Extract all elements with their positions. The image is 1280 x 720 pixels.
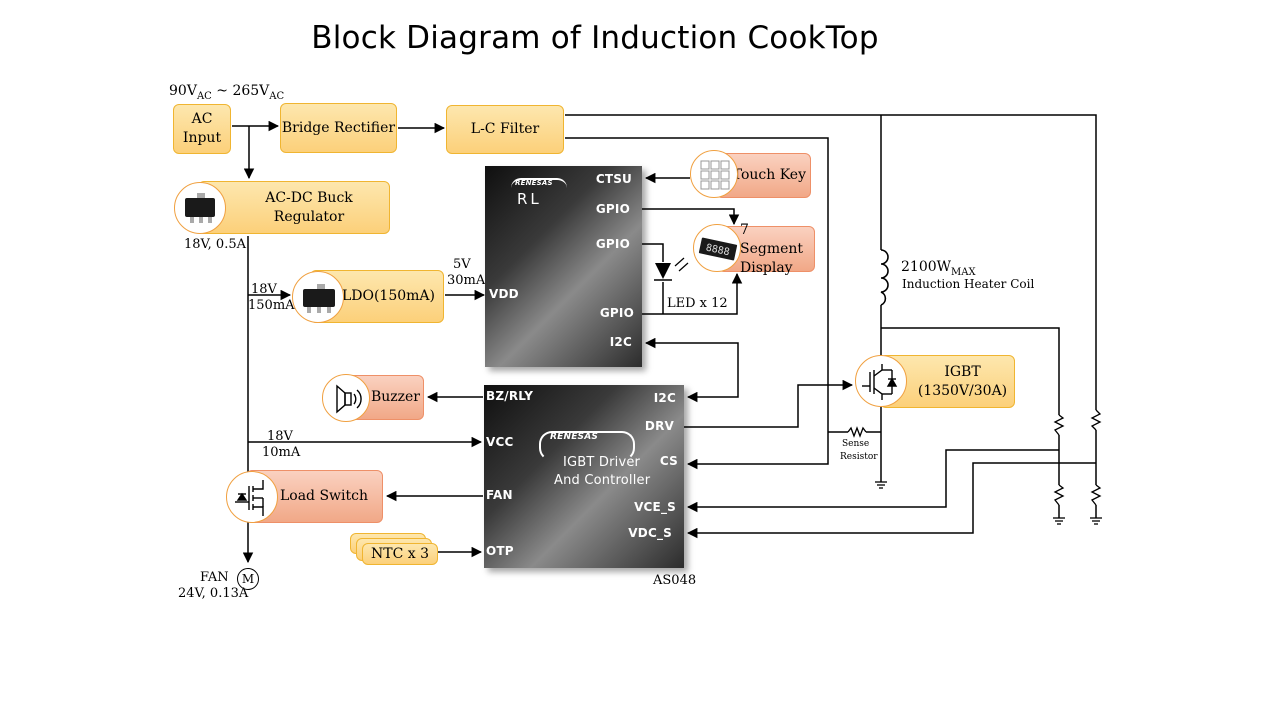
wire-gpio-led bbox=[642, 243, 664, 262]
driver-title-2: And Controller bbox=[554, 473, 651, 488]
vcc-voltage-label: 18V bbox=[267, 429, 293, 444]
wire-vce-s bbox=[686, 449, 1059, 513]
pin-gpio-3: GPIO bbox=[599, 306, 634, 320]
buck-output-label: 18V, 0.5A bbox=[184, 237, 246, 252]
coil-name-label: Induction Heater Coil bbox=[902, 277, 1035, 291]
ldo-input-current: 150mA bbox=[248, 298, 295, 313]
wire-gpio2-7seg bbox=[642, 272, 743, 315]
resistor-icon bbox=[847, 426, 867, 438]
mosfet-icon bbox=[226, 471, 278, 523]
pin-vcc: VCC bbox=[486, 435, 514, 449]
wire-i2c bbox=[644, 337, 739, 403]
igbt-driver-chip: RENESAS IGBT Driver And Controller BZ/RL… bbox=[484, 385, 684, 568]
wire-vdc-s bbox=[686, 462, 1096, 539]
ldo-output-current: 30mA bbox=[447, 273, 486, 288]
pin-gpio-1: GPIO bbox=[595, 202, 630, 216]
igbt-rating: (1350V/30A) bbox=[917, 382, 1008, 399]
mcu-family: RL bbox=[517, 190, 542, 208]
ground-icon bbox=[1053, 517, 1065, 525]
seven-seg-icon: 8888 bbox=[693, 224, 741, 272]
mcu-logo-text: RENESAS bbox=[515, 179, 553, 187]
pin-ctsu: CTSU bbox=[595, 172, 632, 186]
wire-gpio-7seg bbox=[642, 208, 740, 226]
pin-bz-rly: BZ/RLY bbox=[486, 389, 534, 403]
ground-icon bbox=[875, 481, 887, 489]
pin-fan: FAN bbox=[486, 488, 513, 502]
pin-vdc-s: VDC_S bbox=[628, 526, 672, 540]
driver-part-number: AS048 bbox=[653, 573, 697, 588]
led-count-label: LED x 12 bbox=[667, 296, 728, 311]
pin-gpio-2: GPIO bbox=[595, 237, 630, 251]
speaker-icon bbox=[322, 374, 370, 422]
pin-i2c-driver: I2C bbox=[653, 391, 676, 405]
ntc-block: NTC x 3 bbox=[362, 543, 438, 565]
renesas-logo bbox=[539, 431, 635, 461]
pin-otp: OTP bbox=[486, 544, 514, 558]
igbt-icon bbox=[855, 355, 907, 407]
wire-dc-bus-cs bbox=[565, 137, 829, 470]
acdc-buck-block: AC-DC Buck Regulator bbox=[198, 181, 390, 234]
wire-drv-gate bbox=[684, 379, 854, 428]
resistor-icon bbox=[1053, 484, 1065, 506]
resistor-icon bbox=[1090, 409, 1102, 431]
smd-regulator-icon bbox=[292, 271, 344, 323]
ldo-output-voltage: 5V bbox=[453, 257, 471, 272]
fan-rating-label: 24V, 0.13A bbox=[178, 586, 249, 601]
coil-power-label: 2100WMAX bbox=[901, 259, 976, 278]
vcc-current-label: 10mA bbox=[262, 445, 301, 460]
page-title: Block Diagram of Induction CookTop bbox=[311, 20, 879, 56]
bridge-rectifier-block: Bridge Rectifier bbox=[280, 103, 397, 153]
resistor-icon bbox=[1053, 414, 1065, 436]
smd-regulator-icon bbox=[174, 182, 226, 234]
ldo-input-voltage: 18V bbox=[251, 282, 277, 297]
sense-label-2: Resistor bbox=[840, 452, 878, 462]
igbt-name: IGBT bbox=[944, 363, 981, 380]
fan-label: FAN bbox=[200, 570, 229, 585]
resistor-icon bbox=[1090, 484, 1102, 506]
ac-input-block: AC Input bbox=[173, 104, 231, 154]
renesas-logo bbox=[511, 178, 567, 194]
pin-vdd: VDD bbox=[489, 287, 519, 301]
pin-i2c-mcu: I2C bbox=[609, 335, 632, 349]
keypad-icon bbox=[690, 150, 738, 198]
svg-text:8888: 8888 bbox=[705, 243, 731, 259]
lc-filter-block: L-C Filter bbox=[446, 105, 564, 154]
inductor-icon bbox=[880, 249, 889, 306]
wire-coil-divider bbox=[881, 327, 1060, 415]
pin-vce-s: VCE_S bbox=[634, 500, 676, 514]
pin-drv: DRV bbox=[644, 419, 674, 433]
wire-dc-bus-right bbox=[565, 114, 1097, 410]
pin-cs: CS bbox=[659, 454, 678, 468]
sense-label-1: Sense bbox=[842, 439, 870, 449]
driver-logo-text: RENESAS bbox=[550, 432, 599, 442]
led-icon bbox=[654, 257, 689, 281]
motor-icon: M bbox=[237, 568, 259, 590]
mcu-chip: RENESAS RL CTSU GPIO GPIO VDD GPIO I2C bbox=[485, 166, 642, 367]
ground-icon bbox=[1090, 517, 1102, 525]
input-voltage-label: 90VAC ~ 265VAC bbox=[169, 83, 285, 102]
driver-title-1: IGBT Driver bbox=[563, 455, 641, 470]
